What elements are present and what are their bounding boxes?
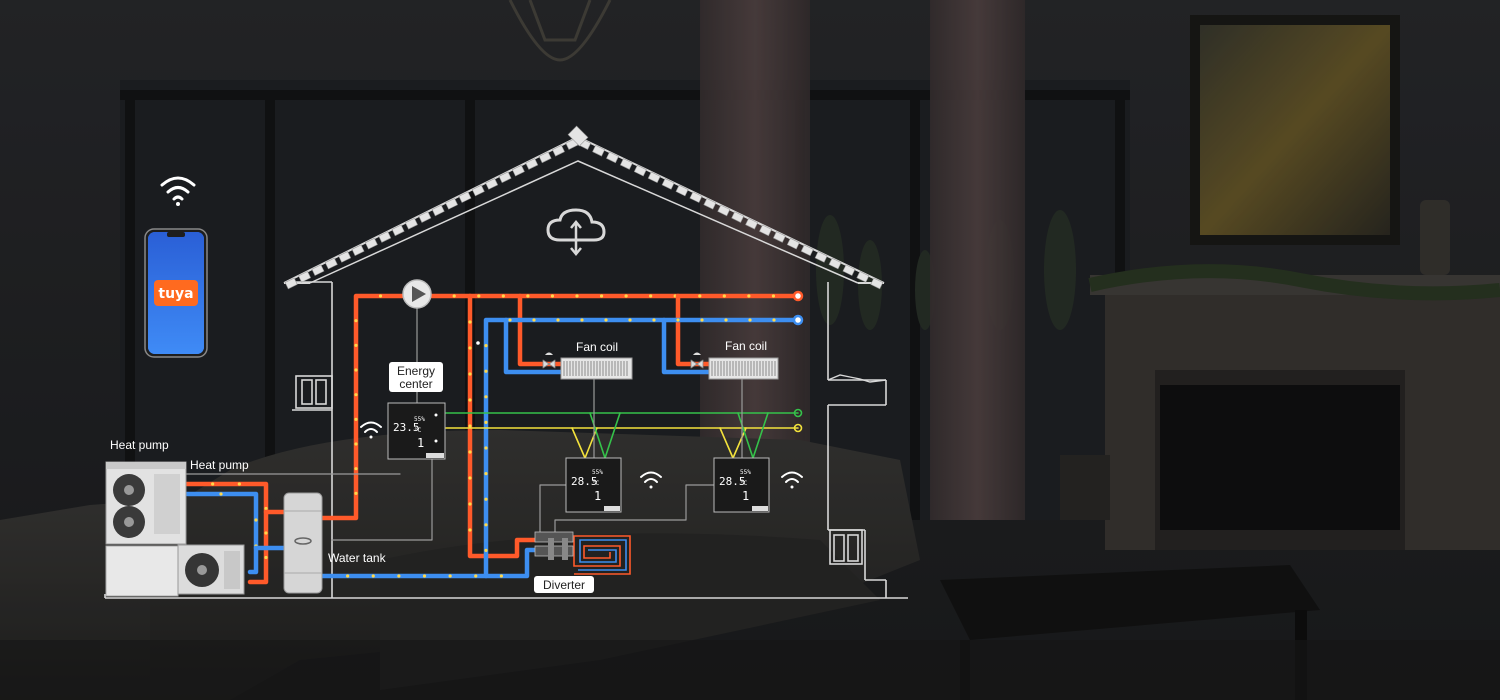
tuya-logo: tuya bbox=[158, 286, 193, 302]
thermostat-humidity: 55% bbox=[414, 416, 425, 423]
control-wire-energy-center bbox=[331, 458, 433, 541]
wifi-icon bbox=[781, 471, 803, 489]
label-energy-center: Energy center bbox=[389, 362, 443, 392]
control-wire-diverter-left bbox=[539, 484, 567, 533]
hot-supply-floor bbox=[467, 293, 538, 559]
fan-coil-right bbox=[708, 357, 779, 380]
label-energy-center-line1: Energy bbox=[397, 364, 435, 378]
hot-fan-coil-left bbox=[517, 293, 564, 367]
label-heat-pump-top: Heat pump bbox=[110, 438, 169, 452]
pipe-network bbox=[183, 290, 804, 585]
room-thermostat-left: 28.5 55% °C 1 bbox=[565, 457, 622, 513]
smartphone-icon: tuya bbox=[144, 228, 208, 358]
heat-pump-indoor-box bbox=[105, 545, 179, 597]
thermostat-temp: 28.5 bbox=[719, 475, 746, 488]
energy-center-thermostat: 23.5 55% °C 1 bbox=[387, 402, 446, 460]
thermostat-humidity: 55% bbox=[740, 469, 751, 476]
cold-return-riser bbox=[483, 317, 801, 579]
control-wire-diverter-right bbox=[554, 484, 715, 533]
thermostat-humidity: 55% bbox=[592, 469, 603, 476]
thermostat-digit: 1 bbox=[742, 489, 749, 503]
wifi-icon bbox=[360, 421, 382, 439]
label-diverter-text: Diverter bbox=[543, 578, 585, 592]
thermostat-unit: °C bbox=[740, 480, 748, 487]
cold-fan-coil-right bbox=[661, 317, 712, 375]
thermostat-digit: 1 bbox=[594, 489, 601, 503]
label-fan-coil-right: Fan coil bbox=[725, 339, 767, 353]
room-thermostat-right: 28.5 55% °C 1 bbox=[713, 457, 770, 513]
thermostat-digit: 1 bbox=[417, 436, 424, 450]
wifi-icon bbox=[640, 471, 662, 489]
label-diverter: Diverter bbox=[534, 576, 594, 593]
thermostat-temp: 23.5 bbox=[393, 421, 420, 434]
label-water-tank: Water tank bbox=[328, 551, 387, 565]
thermostat-unit: °C bbox=[592, 480, 600, 487]
heat-pump-main-unit bbox=[105, 461, 187, 545]
roof-inner-line bbox=[309, 160, 859, 284]
label-fan-coil-left: Fan coil bbox=[576, 340, 618, 354]
thermostat-temp: 28.5 bbox=[571, 475, 598, 488]
heat-pump-small-unit bbox=[177, 544, 245, 595]
left-wall-detail bbox=[292, 375, 333, 411]
diverter-manifold bbox=[534, 531, 574, 560]
roof-shingles bbox=[284, 125, 884, 290]
thermostat-unit: °C bbox=[414, 427, 422, 434]
right-wall-detail bbox=[829, 529, 863, 565]
cold-fan-coil-left bbox=[503, 317, 564, 375]
water-tank bbox=[283, 492, 323, 594]
underfloor-heating-loop bbox=[573, 535, 631, 575]
hot-fan-coil-right bbox=[675, 293, 712, 367]
label-energy-center-line2: center bbox=[399, 377, 432, 391]
circulation-pump-icon bbox=[402, 279, 432, 309]
cloud-sync-icon bbox=[546, 208, 606, 256]
wifi-icon bbox=[160, 176, 196, 206]
fan-coil-left bbox=[560, 357, 633, 380]
signal-drop-yellow-left bbox=[571, 427, 598, 459]
label-heat-pump-side: Heat pump bbox=[190, 458, 249, 472]
house-outline bbox=[104, 281, 908, 599]
roof bbox=[283, 125, 887, 383]
